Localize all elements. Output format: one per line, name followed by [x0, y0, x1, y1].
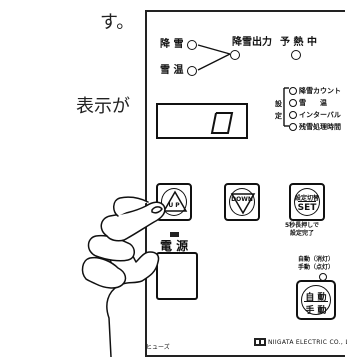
- preheat-led: [291, 50, 301, 60]
- set-note-line2: 設定完了: [290, 230, 315, 237]
- auto-button-label: 自 動: [305, 293, 327, 303]
- setting-item-interval: インターバル: [299, 111, 341, 119]
- up-arrow-icon: [162, 190, 188, 212]
- up-button-ring: [161, 188, 187, 216]
- preheat-label: 予 熱 中: [280, 37, 317, 48]
- temp-label: 雪 温: [160, 65, 184, 76]
- snow-temp-led: [289, 99, 297, 107]
- instruction-text-middle: 表示が: [76, 96, 130, 117]
- manual-mode-label: 手動（点灯）: [298, 264, 335, 271]
- snow-label: 降 雪: [160, 39, 184, 50]
- digital-display: [156, 103, 248, 139]
- niigata-logo-icon: [254, 338, 266, 346]
- temp-indicator-led: [187, 66, 197, 76]
- settings-bracket: [283, 87, 289, 127]
- display-digit: [210, 112, 234, 134]
- or-gate-connector: [197, 44, 231, 71]
- snow-indicator-led: [187, 40, 197, 50]
- power-indicator: [170, 232, 179, 237]
- fuse-label: ヒューズ: [146, 344, 170, 351]
- settings-side-label-1: 設: [275, 100, 282, 108]
- up-button[interactable]: U P: [156, 183, 192, 221]
- setting-item-snow-temp: 雪 温: [299, 99, 327, 107]
- setting-item-residual-time: 残雪処理時間: [299, 123, 341, 131]
- auto-mode-label: 自動（消灯）: [298, 256, 335, 263]
- set-button-top-label: 設定切替: [294, 195, 319, 202]
- set-note-line1: 5秒長押しで: [285, 222, 319, 229]
- auto-button-divider: [304, 301, 328, 302]
- snow-count-led: [289, 87, 297, 95]
- snow-output-label: 降雪出力: [232, 37, 272, 48]
- set-button-bottom-label: SET: [297, 203, 317, 213]
- power-button[interactable]: [156, 252, 198, 300]
- interval-led: [289, 111, 297, 119]
- up-button-label: U P: [168, 202, 180, 209]
- set-button-ring: [294, 188, 320, 216]
- set-button[interactable]: 設定切替 SET: [289, 183, 325, 221]
- snow-output-led: [230, 50, 240, 60]
- set-button-divider: [298, 201, 316, 202]
- auto-manual-button[interactable]: 自 動 手 動: [296, 280, 336, 320]
- down-arrow-icon: [230, 193, 256, 215]
- power-label: 電 源: [160, 239, 189, 253]
- manual-button-label: 手 動: [305, 306, 327, 316]
- down-button-ring: [229, 188, 255, 216]
- brand-label: NIIGATA ELECTRIC CO., LTD.: [268, 339, 347, 346]
- instruction-text-top: す。: [100, 12, 135, 33]
- auto-manual-ring: [301, 285, 331, 315]
- down-button-label: DOWN: [231, 196, 253, 203]
- setting-item-snow-count: 降雪カウント: [299, 87, 341, 95]
- settings-side-label-2: 定: [275, 112, 282, 120]
- residual-time-led: [289, 123, 297, 131]
- down-button[interactable]: DOWN: [224, 183, 260, 221]
